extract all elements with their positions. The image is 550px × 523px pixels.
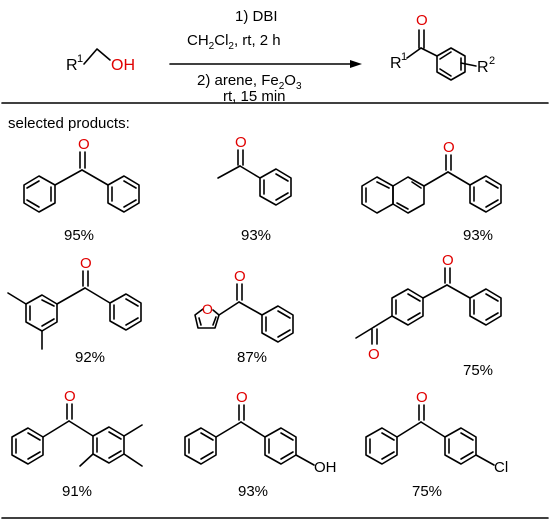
product-7-oxygen: O — [64, 388, 76, 405]
product-1-yield: 95% — [64, 227, 94, 244]
product-r2-label: R — [477, 59, 489, 76]
reactant-r-label: R — [66, 57, 78, 74]
product-1-oxygen: O — [78, 136, 90, 153]
product-1-benzophenone — [23, 151, 140, 213]
product-8-yield: 93% — [238, 483, 268, 500]
product-5-oxygen: O — [234, 268, 246, 285]
product-generic-ketone — [406, 29, 477, 81]
product-6-oxygen: O — [442, 252, 454, 269]
product-9-yield: 75% — [412, 483, 442, 500]
reactant-alcohol — [83, 48, 111, 65]
section-label: selected products: — [8, 115, 130, 132]
product-8-hydroxy-benzophenone — [184, 404, 315, 466]
product-8-hydroxy-label: OH — [314, 459, 337, 476]
product-5-yield: 87% — [237, 349, 267, 366]
condition-step2-time: rt, 15 min — [223, 88, 286, 105]
product-2-oxygen: O — [235, 134, 247, 151]
product-3-naphthyl-ketone — [361, 154, 502, 214]
product-8-oxygen: O — [236, 389, 248, 406]
product-5-furyl-ketone — [194, 283, 294, 343]
product-4-yield: 92% — [75, 349, 105, 366]
product-2-acetophenone — [217, 149, 292, 206]
product-6-acetyl-oxygen: O — [368, 346, 380, 363]
product-5-ring-oxygen: O — [202, 301, 213, 317]
product-6-yield: 75% — [463, 362, 493, 379]
product-3-oxygen: O — [443, 139, 455, 156]
product-r1-label: R — [390, 55, 402, 72]
condition-step1-reagent: 1) DBI — [235, 8, 278, 25]
product-9-oxygen: O — [416, 389, 428, 406]
product-9-chloro-benzophenone — [365, 404, 495, 466]
reaction-arrow — [169, 60, 362, 68]
product-3-yield: 93% — [463, 227, 493, 244]
product-7-trimethyl-benzophenone — [11, 403, 143, 467]
condition-step1-solvent: CH2Cl2, rt, 2 h — [187, 32, 281, 52]
product-2-yield: 93% — [241, 227, 271, 244]
product-4-dimethyl-benzophenone — [7, 270, 142, 350]
product-r2-superscript: 2 — [489, 55, 495, 67]
product-9-chloro-label: Cl — [494, 459, 508, 476]
reactant-r-superscript: 1 — [77, 53, 83, 65]
product-6-acetyl-benzophenone — [355, 267, 502, 345]
product-4-oxygen: O — [80, 255, 92, 272]
product-r1-superscript: 1 — [401, 51, 407, 63]
reactant-oh-label: OH — [111, 57, 135, 74]
product-7-yield: 91% — [62, 483, 92, 500]
product-oxygen: O — [416, 12, 428, 29]
condition-step2-reagents: 2) arene, Fe2O3 — [197, 72, 302, 92]
